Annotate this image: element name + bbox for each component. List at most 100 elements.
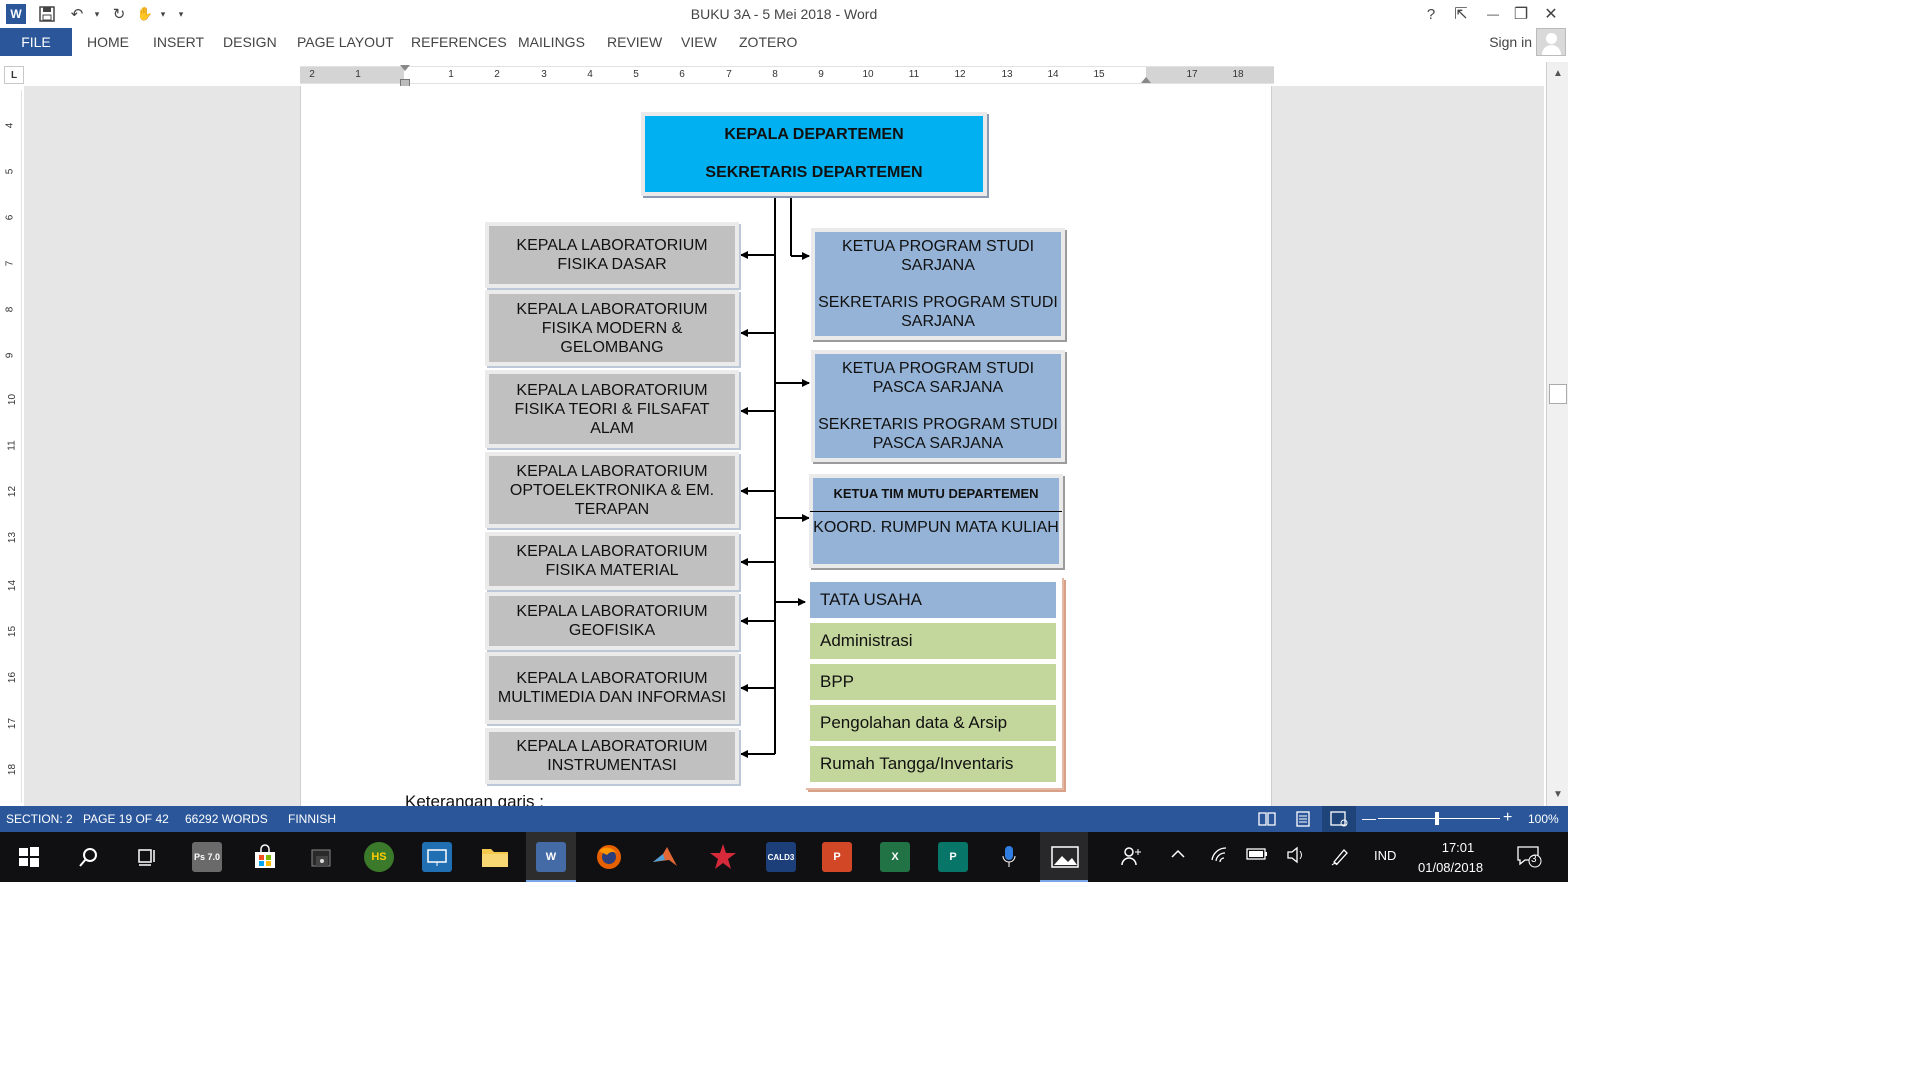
photos-icon[interactable]: [1050, 842, 1080, 872]
tab-file[interactable]: FILE: [0, 28, 72, 56]
caldera-icon[interactable]: CALD3: [766, 842, 796, 872]
show-hidden-icons-icon[interactable]: [1170, 846, 1186, 865]
read-mode-icon[interactable]: [1258, 811, 1276, 827]
word-active-indicator: [526, 832, 576, 882]
touch-mode-icon[interactable]: ✋: [136, 6, 154, 21]
tab-zotero[interactable]: ZOTERO: [739, 34, 798, 50]
excel-icon[interactable]: X: [880, 842, 910, 872]
vertical-ruler[interactable]: 4 5 6 7 8 9 10 11 12 13 14 15 16 17 18: [4, 90, 22, 802]
tab-references[interactable]: REFERENCES: [411, 34, 507, 50]
mutu-box[interactable]: KETUA TIM MUTU DEPARTEMEN KOORD. RUMPUN …: [809, 474, 1063, 568]
tab-page-layout[interactable]: PAGE LAYOUT: [297, 34, 394, 50]
tab-home[interactable]: HOME: [87, 34, 129, 50]
lab-box[interactable]: KEPALA LABORATORIUM MULTIMEDIA DAN INFOR…: [485, 652, 739, 724]
clock-time[interactable]: 17:01: [1441, 840, 1475, 855]
remote-desktop-icon[interactable]: [422, 842, 452, 872]
pen-ink-icon[interactable]: [1330, 846, 1350, 869]
matlab-icon[interactable]: [650, 842, 680, 872]
document-page[interactable]: KEPALA DEPARTEMEN SEKRETARIS DEPARTEMEN …: [300, 86, 1272, 811]
volume-icon[interactable]: [1286, 846, 1306, 867]
ruler-mark: 11: [6, 440, 18, 451]
status-words[interactable]: 66292 WORDS: [185, 812, 268, 826]
close-icon[interactable]: ✕: [1544, 6, 1558, 23]
undo-dropdown-icon[interactable]: ▾: [94, 8, 100, 19]
input-language[interactable]: IND: [1374, 848, 1397, 863]
user-avatar-icon[interactable]: [1536, 28, 1566, 56]
file-explorer-icon[interactable]: [480, 842, 510, 872]
touch-dropdown-icon[interactable]: ▾: [160, 8, 166, 19]
task-view-icon[interactable]: [132, 842, 162, 872]
people-icon[interactable]: [1120, 845, 1142, 870]
lock-app-icon[interactable]: [306, 842, 336, 872]
ruler-mark: 3: [541, 69, 547, 80]
top-box[interactable]: KEPALA DEPARTEMEN SEKRETARIS DEPARTEMEN: [641, 112, 987, 196]
clock-date[interactable]: 01/08/2018: [1418, 860, 1484, 875]
start-icon[interactable]: [14, 842, 44, 872]
mathematica-icon[interactable]: [708, 842, 738, 872]
document-canvas: KEPALA DEPARTEMEN SEKRETARIS DEPARTEMEN …: [24, 86, 1544, 811]
taskbar: Ps 7.0 HS W CALD3 P X P: [0, 832, 1568, 882]
action-center-icon[interactable]: 3: [1516, 844, 1542, 871]
sign-in-link[interactable]: Sign in: [1489, 34, 1532, 50]
prodi-pasca-box[interactable]: KETUA PROGRAM STUDI PASCA SARJANA SEKRET…: [811, 350, 1065, 462]
store-icon[interactable]: [250, 842, 280, 872]
wifi-icon[interactable]: [1210, 846, 1230, 867]
photoshop-icon[interactable]: Ps 7.0: [192, 842, 222, 872]
customize-qat-icon[interactable]: ▾: [178, 8, 184, 19]
lab-box[interactable]: KEPALA LABORATORIUM FISIKA MATERIAL: [485, 532, 739, 590]
powerpoint-icon[interactable]: P: [822, 842, 852, 872]
restore-icon[interactable]: ❐: [1513, 6, 1529, 23]
ruler-mark: 7: [726, 69, 732, 80]
lab-box[interactable]: KEPALA LABORATORIUM GEOFISIKA: [485, 592, 739, 650]
ruler-mark: 12: [7, 485, 19, 498]
word-icon[interactable]: W: [536, 842, 566, 872]
save-icon[interactable]: [36, 3, 58, 25]
battery-icon[interactable]: [1246, 847, 1268, 864]
scroll-up-icon[interactable]: ▲: [1553, 67, 1563, 79]
cortana-mic-icon[interactable]: [994, 842, 1024, 872]
firefox-icon[interactable]: [594, 842, 624, 872]
horizontal-ruler[interactable]: 2 1 1 2 3 4 5 6 7 8 9 10 11 12 13 14 15 …: [300, 65, 1274, 87]
vertical-scrollbar[interactable]: ▲ ▼: [1546, 62, 1568, 806]
tab-design[interactable]: DESIGN: [223, 34, 277, 50]
lab-box[interactable]: KEPALA LABORATORIUM OPTOELEKTRONIKA & EM…: [485, 452, 739, 528]
tab-insert[interactable]: INSERT: [153, 34, 205, 50]
ruler-mark: 9: [818, 69, 824, 80]
zoom-slider-thumb[interactable]: [1435, 812, 1439, 825]
tab-review[interactable]: REVIEW: [607, 34, 663, 50]
status-page[interactable]: PAGE 19 OF 42: [83, 812, 169, 826]
minimize-icon[interactable]: —: [1487, 7, 1499, 21]
publisher-icon[interactable]: P: [938, 842, 968, 872]
ruler-mark: 15: [1093, 69, 1105, 80]
web-layout-icon[interactable]: [1322, 806, 1356, 832]
lab-box[interactable]: KEPALA LABORATORIUM FISIKA DASAR: [485, 222, 739, 288]
scroll-down-icon[interactable]: ▼: [1553, 788, 1563, 800]
lab-box[interactable]: KEPALA LABORATORIUM INSTRUMENTASI: [485, 728, 739, 784]
ruler-mark: 11: [908, 69, 920, 80]
scroll-thumb[interactable]: [1549, 384, 1567, 404]
undo-icon[interactable]: ↶: [70, 6, 84, 23]
right-indent-marker[interactable]: [1141, 77, 1151, 83]
tata-usaha-box[interactable]: TATA USAHA Administrasi BPP Pengolahan d…: [806, 578, 1064, 790]
lab-box[interactable]: KEPALA LABORATORIUM FISIKA TEORI & FILSA…: [485, 370, 739, 448]
first-line-indent-marker[interactable]: [400, 65, 410, 71]
search-icon[interactable]: [74, 842, 104, 872]
hs-app-icon[interactable]: HS: [364, 842, 394, 872]
help-icon[interactable]: ?: [1426, 5, 1436, 23]
status-section[interactable]: SECTION: 2: [6, 812, 73, 826]
tab-mailings[interactable]: MAILINGS: [518, 34, 585, 50]
tab-selector[interactable]: L: [4, 66, 24, 84]
ribbon-display-options-icon[interactable]: ⇱: [1454, 6, 1468, 23]
redo-icon[interactable]: ↻: [112, 6, 126, 23]
status-language[interactable]: FINNISH: [288, 812, 336, 826]
print-layout-icon[interactable]: [1294, 811, 1312, 827]
zoom-in-icon[interactable]: +: [1503, 809, 1513, 826]
prodi-sarjana-box[interactable]: KETUA PROGRAM STUDI SARJANA SEKRETARIS P…: [811, 228, 1065, 340]
lab-box[interactable]: KEPALA LABORATORIUM FISIKA MODERN & GELO…: [485, 290, 739, 366]
zoom-level[interactable]: 100%: [1528, 812, 1559, 826]
ruler-mark: 18: [7, 763, 19, 776]
ribbon-tabs: FILE HOME INSERT DESIGN PAGE LAYOUT REFE…: [0, 28, 1568, 56]
tab-view[interactable]: VIEW: [681, 34, 717, 50]
zoom-slider[interactable]: [1378, 818, 1500, 819]
zoom-out-icon[interactable]: —: [1362, 810, 1376, 826]
